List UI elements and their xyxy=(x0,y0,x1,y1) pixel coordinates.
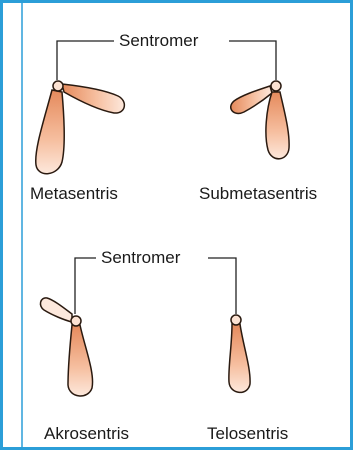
top-centromere-label: Sentromer xyxy=(119,31,198,51)
metacentric-chromosome xyxy=(36,81,125,174)
centromere-dot xyxy=(53,81,63,91)
acrocentric-caption: Akrosentris xyxy=(44,424,129,444)
metacentric-caption: Metasentris xyxy=(30,184,118,204)
submetacentric-chromosome xyxy=(231,81,289,159)
centromere-dot xyxy=(231,315,241,325)
acrocentric-chromosome xyxy=(40,298,92,396)
bottom-centromere-label: Sentromer xyxy=(101,248,180,268)
centromere-dot xyxy=(71,316,81,326)
telocentric-caption: Telosentris xyxy=(207,424,288,444)
submetacentric-caption: Submetasentris xyxy=(199,184,317,204)
telocentric-chromosome xyxy=(229,315,250,392)
centromere-dot xyxy=(271,81,281,91)
